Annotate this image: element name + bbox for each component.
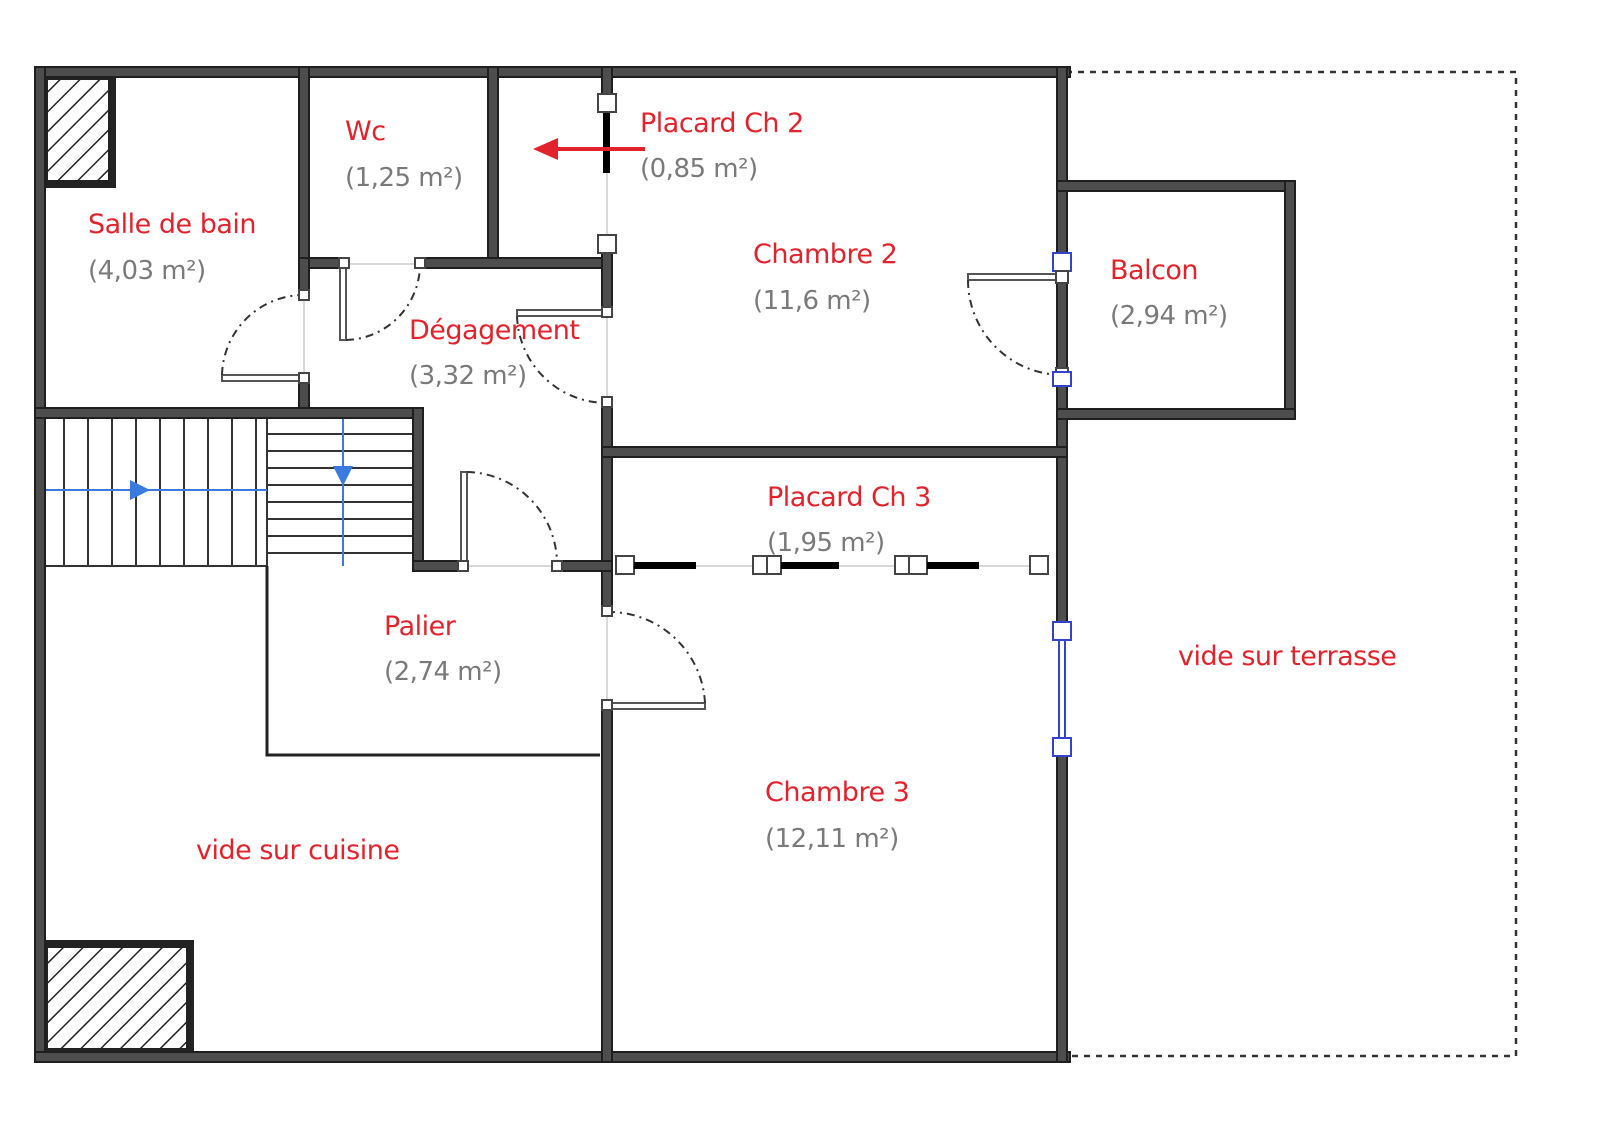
room-label-chambre-3: Chambre 3 [765,777,910,808]
room-label-chambre-2: Chambre 2 [753,239,898,270]
room-label-degagement: Dégagement [409,315,580,346]
chimney-top-left [40,72,116,188]
room-area-palier: (2,74 m²) [384,657,502,687]
room-area-chambre-3: (12,11 m²) [765,824,899,854]
void-label-terrasse: vide sur terrasse [1178,641,1397,672]
stair-arrow-right-icon [130,480,150,500]
room-area-salle-de-bain: (4,03 m²) [88,256,206,286]
room-area-balcon: (2,94 m²) [1110,301,1228,331]
doors [221,93,1072,711]
room-area-placard-ch2: (0,85 m²) [640,154,758,184]
stair-arrow-down-icon [333,466,353,486]
room-area-chambre-2: (11,6 m²) [753,286,871,316]
room-label-salle-de-bain: Salle de bain [88,209,257,240]
room-label-wc: Wc [345,116,386,147]
room-label-palier: Palier [384,611,456,642]
chimney-bottom-left [40,940,194,1056]
terrace-boundary [1066,70,1518,1058]
palier-outline [265,566,600,757]
staircase [40,418,413,567]
room-area-placard-ch3: (1,95 m²) [767,528,885,558]
walls [34,66,1296,1063]
room-area-degagement: (3,32 m²) [409,361,527,391]
room-label-placard-ch3: Placard Ch 3 [767,482,931,513]
red-arrow-icon [533,138,645,160]
room-area-wc: (1,25 m²) [345,163,463,193]
room-label-balcon: Balcon [1110,255,1199,286]
void-label-cuisine: vide sur cuisine [196,835,400,866]
room-label-placard-ch2: Placard Ch 2 [640,108,804,139]
window-chambre-3 [1052,621,1072,757]
